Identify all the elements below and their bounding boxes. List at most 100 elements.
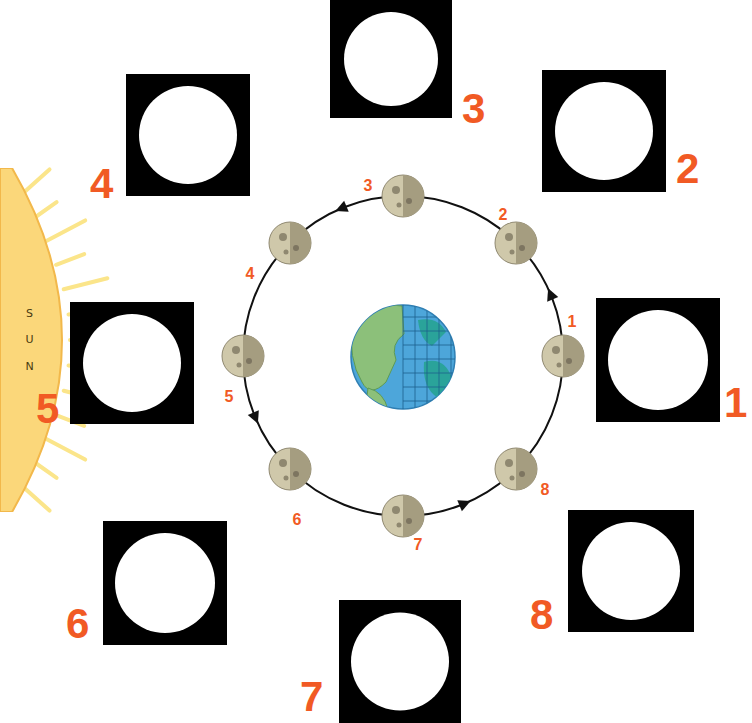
moon-view-disc: [608, 310, 708, 410]
moon-view-disc: [555, 82, 653, 180]
phase-outline: [330, 0, 452, 118]
phase-outline: [103, 521, 227, 645]
phase-box: 4: [126, 74, 250, 196]
moon-crater: [406, 198, 412, 204]
earth-continent: [418, 319, 446, 346]
phase-box: 3: [330, 0, 452, 118]
phase-number: 4: [90, 163, 113, 205]
moon-view-disc: [344, 12, 438, 106]
moon-disc: [269, 222, 311, 264]
moon: [382, 175, 424, 217]
orbit-moons: [222, 175, 584, 537]
moon-shadow: [290, 222, 311, 264]
moon-shadow: [563, 335, 584, 377]
moon-disc: [495, 222, 537, 264]
moon-crater: [279, 233, 287, 241]
moon-crater: [232, 346, 240, 354]
moon-crater: [293, 245, 299, 251]
grid-line: [403, 317, 460, 318]
phase-box: 1: [596, 298, 720, 422]
moon: [382, 495, 424, 537]
moon-crater: [397, 203, 402, 208]
phase-box: 5: [70, 302, 194, 424]
moon-shadow: [243, 335, 264, 377]
moon-disc: [382, 175, 424, 217]
moon-crater: [510, 250, 515, 255]
phase-number: 2: [676, 148, 699, 190]
moon-view-disc: [351, 613, 449, 711]
position-number: 2: [497, 207, 510, 223]
phase-number: 7: [300, 676, 323, 718]
sun-label: SUN: [24, 301, 35, 380]
position-number: 1: [566, 314, 579, 330]
moon-orbit: [243, 196, 563, 516]
earth-grid: [403, 300, 460, 414]
position-number: 8: [539, 482, 552, 498]
moon-crater: [566, 358, 572, 364]
moon-disc: [269, 448, 311, 490]
moon-crater: [557, 363, 562, 368]
moon: [269, 222, 311, 264]
grid-line: [403, 345, 460, 346]
grid-line: [403, 331, 460, 332]
moon-view-disc: [582, 522, 680, 620]
position-number: 4: [244, 266, 257, 282]
sun-body: [0, 168, 62, 512]
phase-box: 6: [103, 521, 227, 645]
moon-crater: [519, 471, 525, 477]
moon-shadow: [516, 448, 537, 490]
phase-outline: [126, 74, 250, 196]
moon-crater: [246, 358, 252, 364]
moon-shadow: [516, 222, 537, 264]
orbit-arrowhead: [457, 496, 473, 512]
grid-line: [451, 300, 452, 414]
orbit-arrowhead: [333, 201, 349, 217]
phase-outline: [596, 298, 720, 422]
sun-outline: [0, 168, 70, 512]
moon-disc: [542, 335, 584, 377]
moon-crater: [510, 476, 515, 481]
moon-crater: [397, 523, 402, 528]
position-number: 3: [362, 178, 375, 194]
moon-disc: [495, 448, 537, 490]
moon-disc: [382, 495, 424, 537]
phase-outline: [542, 70, 666, 192]
phase-outline: [70, 302, 194, 424]
moon-crater: [293, 471, 299, 477]
moon: [495, 222, 537, 264]
phase-number: 1: [724, 382, 747, 424]
moon-crater: [505, 459, 513, 467]
position-number: 5: [223, 389, 236, 405]
orbit-arrowhead: [543, 286, 559, 302]
phase-box: 7: [339, 600, 461, 723]
moon-crater: [406, 518, 412, 524]
moon-view-disc: [139, 86, 237, 184]
moon-shadow: [403, 175, 424, 217]
moon: [495, 448, 537, 490]
moon: [542, 335, 584, 377]
grid-line: [403, 401, 460, 402]
grid-line: [439, 300, 440, 414]
sun-ray: [45, 220, 85, 241]
orbit-arrowheads: [248, 201, 559, 512]
earth-continent: [367, 388, 388, 420]
grid-line: [403, 373, 460, 374]
moon-crater: [237, 363, 242, 368]
phase-outline: [339, 600, 461, 723]
orbit-arrowhead: [248, 410, 264, 426]
moon-crater: [519, 245, 525, 251]
moon: [222, 335, 264, 377]
phase-number: 8: [530, 594, 553, 636]
moon-crater: [284, 250, 289, 255]
phase-number: 5: [36, 388, 59, 430]
earth-surface: [351, 300, 460, 420]
sun-ray: [45, 439, 85, 460]
phase-number: 3: [462, 88, 485, 130]
moon-crater: [552, 346, 560, 354]
moon-crater: [392, 506, 400, 514]
phase-outline: [568, 510, 694, 632]
phase-number: 6: [66, 603, 89, 645]
phase-box: 8: [568, 510, 694, 632]
position-number: 7: [412, 537, 425, 553]
